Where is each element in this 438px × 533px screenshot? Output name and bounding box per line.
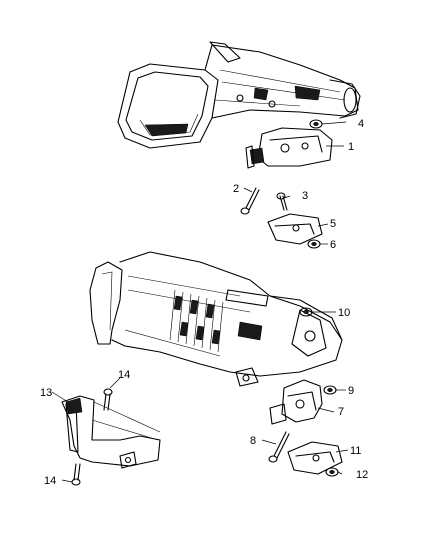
mount-bracket-lower	[269, 379, 323, 425]
callouts: 1 2 3 4 5 6 7 8 9 10 11 12 13 14 14	[40, 118, 368, 487]
nut-9	[323, 385, 337, 395]
bolt-2	[240, 187, 260, 215]
callout-11: 11	[350, 445, 361, 457]
callout-1: 1	[348, 141, 354, 153]
isolator-5	[267, 213, 323, 245]
bolt-14-bottom	[71, 463, 81, 486]
bolt-8	[268, 431, 290, 463]
bolt-3	[276, 192, 288, 211]
callout-4: 4	[358, 118, 364, 130]
callout-7: 7	[338, 406, 344, 418]
nut-12	[325, 467, 339, 477]
nut-6	[307, 239, 321, 249]
bolt-14-top	[103, 388, 113, 411]
isolator-11	[287, 441, 343, 475]
crossmember-13	[61, 395, 161, 469]
callout-10: 10	[338, 307, 350, 319]
upper-transmission	[117, 41, 361, 149]
callout-2: 2	[233, 183, 239, 195]
callout-6: 6	[330, 239, 336, 251]
callout-3: 3	[302, 190, 308, 202]
callout-14-bottom: 14	[44, 475, 56, 487]
nut-4	[309, 119, 323, 129]
mount-bracket-upper	[245, 127, 333, 169]
callout-8: 8	[250, 435, 256, 447]
callout-9: 9	[348, 385, 354, 397]
leader-lines	[51, 121, 349, 483]
lower-transmission	[89, 251, 343, 387]
callout-12: 12	[356, 469, 368, 481]
callout-5: 5	[330, 218, 336, 230]
callout-14-top: 14	[118, 369, 130, 381]
callout-13: 13	[40, 387, 52, 399]
